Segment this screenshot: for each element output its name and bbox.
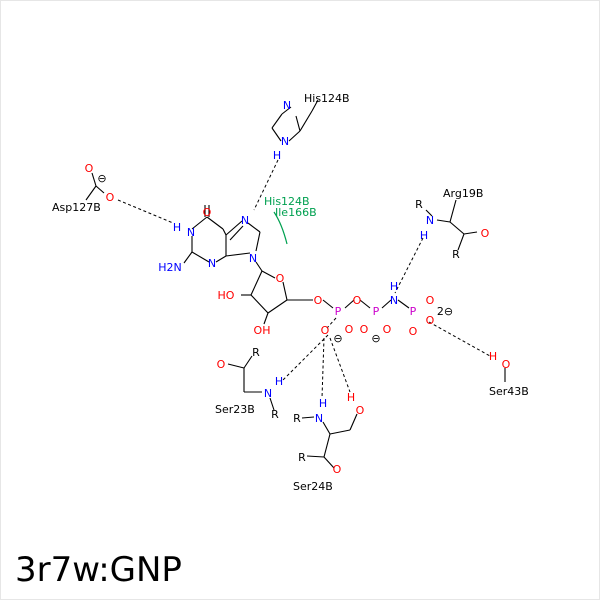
atom-ser24-r2: R xyxy=(298,451,306,464)
residue-arg19: Arg19B xyxy=(443,187,483,200)
hbond-his124-n7 xyxy=(253,159,279,211)
atom-ser24-r: R xyxy=(293,412,301,425)
atom-pa: P xyxy=(335,305,342,318)
atom-o-pg-1: O xyxy=(426,294,435,307)
atom-n-bg: N xyxy=(390,294,398,307)
hbond-ser23-pa xyxy=(282,334,329,381)
atom-ser23-r2: R xyxy=(271,408,279,421)
atom-ser24-o-side: O xyxy=(356,404,365,417)
atom-labels: O N H N H2N N N O HO OH O P O O ⊖ O P O … xyxy=(85,99,511,476)
hbond-ser24-pa xyxy=(321,337,325,399)
hydrophobic-contact-arc xyxy=(273,211,288,245)
atom-asp-o2: O xyxy=(106,191,115,204)
atom-ser24-o: O xyxy=(333,463,342,476)
atom-nh2: H2N xyxy=(158,261,182,274)
atom-oh-3: OH xyxy=(254,324,271,337)
atom-asp-charge: ⊖ xyxy=(97,172,106,185)
atom-o-pg-3: O xyxy=(409,325,418,338)
residue-his124-hydrophobic: His124B xyxy=(264,195,310,208)
atom-o-ring: O xyxy=(276,272,285,285)
atom-n1: N xyxy=(187,226,195,239)
residue-his124-top: His124B xyxy=(304,92,350,105)
atom-ser23-r: R xyxy=(252,346,260,359)
atom-n7: N xyxy=(241,214,249,227)
atom-ser23-h: H xyxy=(275,375,283,388)
atom-ho-2: HO xyxy=(218,289,235,302)
atom-charge-pb: ⊖ xyxy=(371,332,380,345)
atom-arg-o: O xyxy=(481,227,490,240)
atom-ser23-o: O xyxy=(217,358,226,371)
atom-ser24-n: N xyxy=(315,412,323,425)
atom-ser24-oh-h: H xyxy=(347,391,355,404)
atom-charge-pg: 2⊖ xyxy=(437,305,453,318)
hbond-pa-link xyxy=(326,317,337,329)
diagram-caption: 3r7w:GNP xyxy=(15,550,182,590)
hbond-ser43-pg xyxy=(428,321,491,357)
residue-ile166: Ile166B xyxy=(275,206,317,219)
hbond-arg19-nbg xyxy=(394,237,424,294)
atom-o-pb-1: O xyxy=(360,323,369,336)
atom-ser23-n: N xyxy=(264,387,272,400)
atom-pb: P xyxy=(373,305,380,318)
atom-charge-pa: ⊖ xyxy=(333,332,342,345)
atom-n3: N xyxy=(208,257,216,270)
atom-h-n1: H xyxy=(173,221,181,234)
atom-arg-n: N xyxy=(426,214,434,227)
atom-o-pa-1: O xyxy=(321,324,330,337)
atom-o-carbonyl: O xyxy=(203,206,212,219)
hydrogen-bonds xyxy=(117,159,491,399)
atom-ser24-h: H xyxy=(319,397,327,410)
atom-n9: N xyxy=(249,252,257,265)
atom-o-pb-2: O xyxy=(383,323,392,336)
atom-his-n-b: N xyxy=(281,135,289,148)
atom-his-h: H xyxy=(273,149,281,162)
atom-o-pa-2: O xyxy=(345,323,354,336)
atom-arg-h: H xyxy=(420,229,428,242)
atom-o-ab: O xyxy=(353,294,362,307)
atom-ser43-h: H xyxy=(489,350,497,363)
atom-arg-r2: R xyxy=(452,248,460,261)
atom-ser43-o: O xyxy=(502,358,511,371)
residue-ser43: Ser43B xyxy=(489,385,529,398)
atom-arg-r: R xyxy=(415,198,423,211)
bond-skeleton xyxy=(85,99,506,469)
atom-h-bg: H xyxy=(390,280,398,293)
residue-labels: His124B Asp127B His124B Ile166B Arg19B S… xyxy=(52,92,529,493)
residue-ser24: Ser24B xyxy=(293,480,333,493)
residue-asp127: Asp127B xyxy=(52,201,101,214)
atom-his-n-a: N xyxy=(283,99,291,112)
hbond-ser24-oh xyxy=(329,337,351,393)
atom-o5: O xyxy=(314,294,323,307)
atom-pg: P xyxy=(410,305,417,318)
atom-asp-o1: O xyxy=(85,162,94,175)
atom-o-pg-2: O xyxy=(426,314,435,327)
hbond-asp127-n1 xyxy=(117,199,174,224)
residue-ser23: Ser23B xyxy=(215,403,255,416)
